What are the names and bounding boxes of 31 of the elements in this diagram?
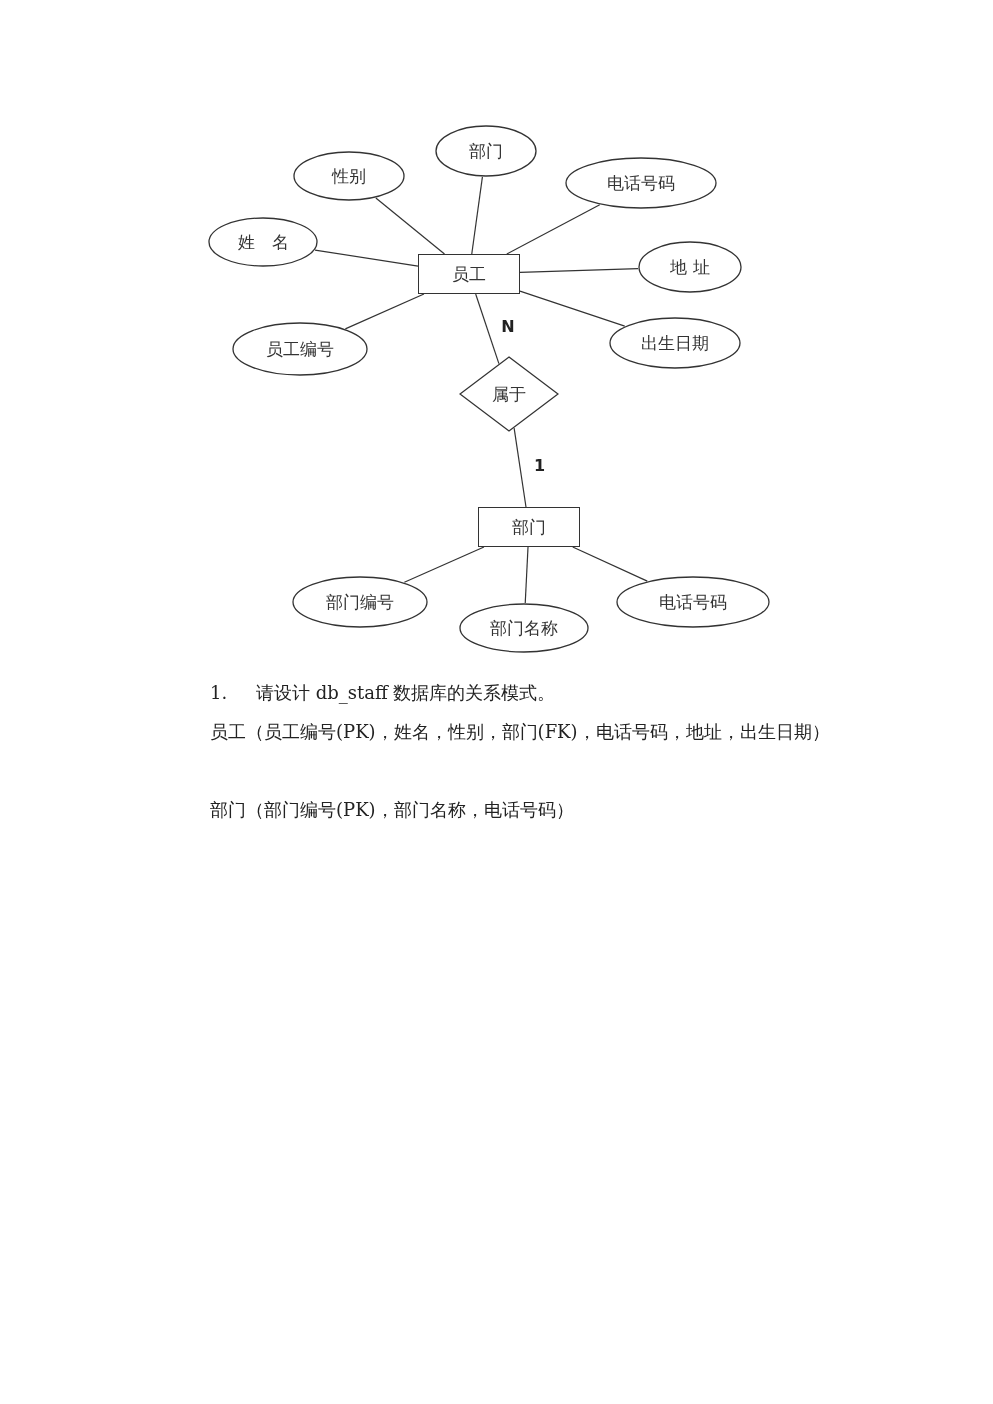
- attribute-label: 部门: [469, 139, 503, 163]
- attribute-label: 姓 名: [237, 230, 289, 254]
- relationship-label: 属于: [492, 382, 526, 406]
- list-number: 1.: [210, 681, 228, 705]
- connector-line: [519, 268, 639, 273]
- connector-line: [524, 546, 529, 604]
- attribute-label: 电话号码: [659, 590, 727, 614]
- connector-line: [314, 249, 419, 267]
- question-text: 请设计 db_staff 数据库的关系模式。: [256, 681, 556, 706]
- connector-line: [475, 293, 500, 365]
- relation-schema: 部门（部门编号(PK)，部门名称，电话号码）: [210, 798, 574, 822]
- attribute-label: 部门名称: [490, 616, 558, 640]
- connector-line: [375, 197, 446, 255]
- entity-box: [478, 507, 580, 547]
- connector-line: [344, 293, 425, 330]
- connector-line: [471, 176, 484, 255]
- connector-line: [403, 546, 485, 583]
- attribute-label: 电话号码: [607, 171, 675, 195]
- relation-schema: 员工（员工编号(PK)，姓名，性别，部门(FK)，电话号码，地址，出生日期）: [209, 720, 831, 744]
- attribute-label: 员工编号: [266, 337, 334, 361]
- attribute-label: 部门编号: [326, 590, 394, 614]
- connector-line: [506, 204, 601, 255]
- entity-label: 部门: [512, 515, 546, 539]
- attribute-label: 出生日期: [641, 331, 709, 355]
- connector-line: [572, 546, 648, 582]
- connector-line: [519, 290, 626, 327]
- connector-line: [513, 427, 527, 508]
- attribute-label: 地 址: [670, 255, 710, 279]
- attribute-label: 性别: [332, 164, 366, 188]
- entity-label: 员工: [452, 262, 486, 286]
- entity-box: [418, 254, 520, 294]
